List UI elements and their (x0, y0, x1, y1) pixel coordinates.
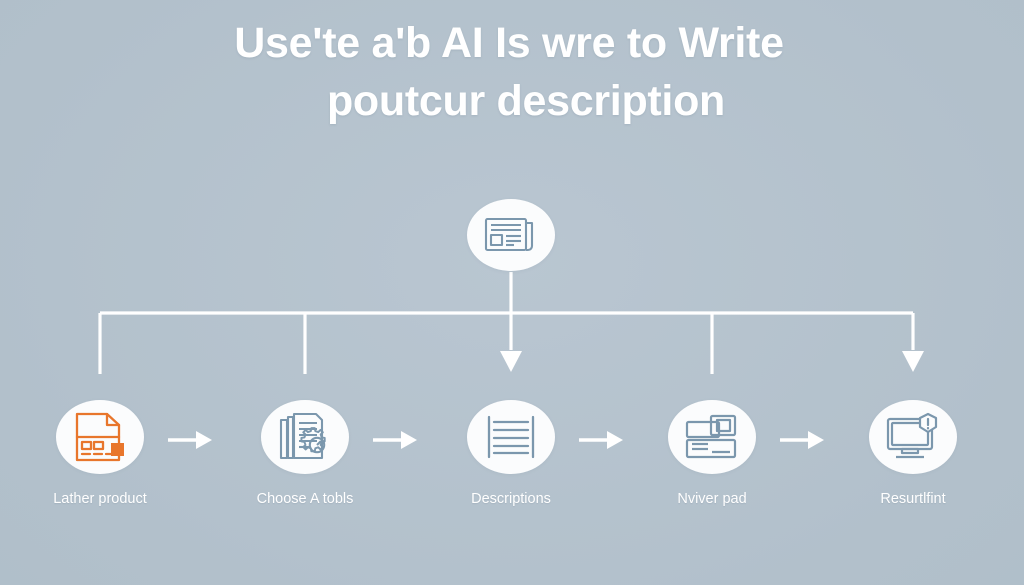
step-5-icon-circle[interactable] (869, 400, 957, 474)
title-line-1: Use'te a'b AI Is wre to Write (234, 19, 784, 67)
step-1-label: Lather product (53, 491, 147, 507)
step-4-icon-circle[interactable] (668, 400, 756, 474)
step-2-label: Choose A tobls (256, 491, 354, 507)
step-1[interactable]: Lather product (40, 400, 160, 508)
hub-icon-circle[interactable] (467, 199, 555, 271)
monitor-alert-shield-icon (886, 412, 938, 459)
arrow-right-icon-4 (772, 428, 832, 452)
page-title: Use'te a'b AI Is wre to Write poutcur de… (0, 14, 1024, 130)
step-5[interactable]: Resurtlfint (853, 400, 973, 508)
arrow-right-icon-2 (365, 428, 425, 452)
step-2-icon-circle[interactable] (261, 400, 349, 474)
step-1-icon-circle[interactable] (56, 400, 144, 474)
step-4[interactable]: Nviver pad (652, 400, 772, 508)
step-5-label: Resurtlfint (880, 491, 946, 507)
title-line-2: poutcur description (326, 77, 726, 125)
step-2[interactable]: Choose A tobls (245, 400, 365, 508)
arrow-down-icon-right (902, 351, 924, 372)
step-4-label: Nviver pad (677, 491, 747, 507)
arrow-right-icon-1 (160, 428, 220, 452)
product-document-icon (75, 412, 124, 462)
text-lines-icon (487, 415, 535, 459)
arrow-down-icon-center (500, 351, 522, 372)
arrow-right-icon-3 (571, 428, 631, 452)
layered-cards-icon (685, 414, 737, 459)
article-document-icon (484, 217, 534, 252)
step-3[interactable]: Descriptions (451, 400, 571, 508)
accent-square (111, 443, 124, 456)
step-3-label: Descriptions (471, 491, 551, 507)
document-gear-icon (279, 412, 326, 460)
step-3-icon-circle[interactable] (467, 400, 555, 474)
